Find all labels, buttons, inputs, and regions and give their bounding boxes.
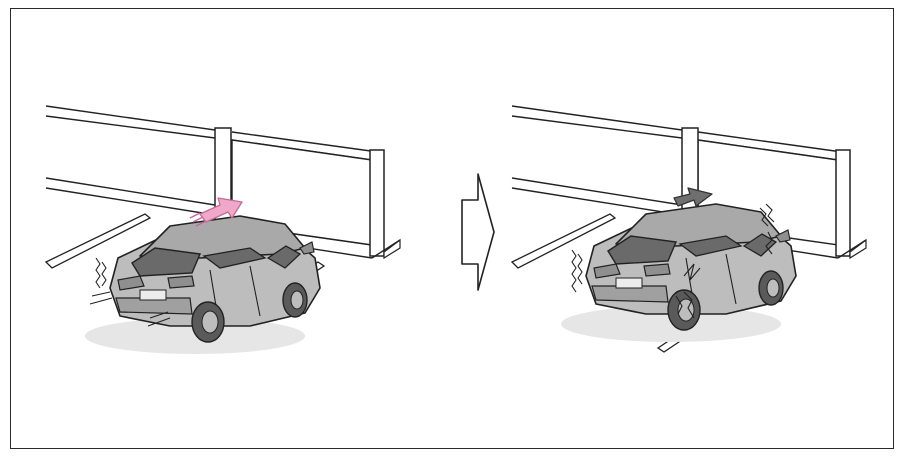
fence-rail-bottom bbox=[45, 177, 216, 206]
fence-rail-top bbox=[45, 105, 216, 131]
left-panel bbox=[44, 105, 401, 355]
parking-line bbox=[44, 213, 152, 269]
motion-arrow-icon bbox=[189, 197, 243, 227]
motion-arrow-icon bbox=[673, 187, 713, 207]
parking-line bbox=[510, 213, 617, 269]
vibration-marks bbox=[89, 257, 171, 327]
vibration-marks bbox=[571, 203, 775, 319]
fence-post bbox=[369, 149, 385, 257]
right-panel bbox=[510, 105, 867, 353]
transition-arrow-icon bbox=[461, 173, 495, 291]
fence-post bbox=[835, 149, 851, 257]
vehicle bbox=[84, 215, 321, 355]
